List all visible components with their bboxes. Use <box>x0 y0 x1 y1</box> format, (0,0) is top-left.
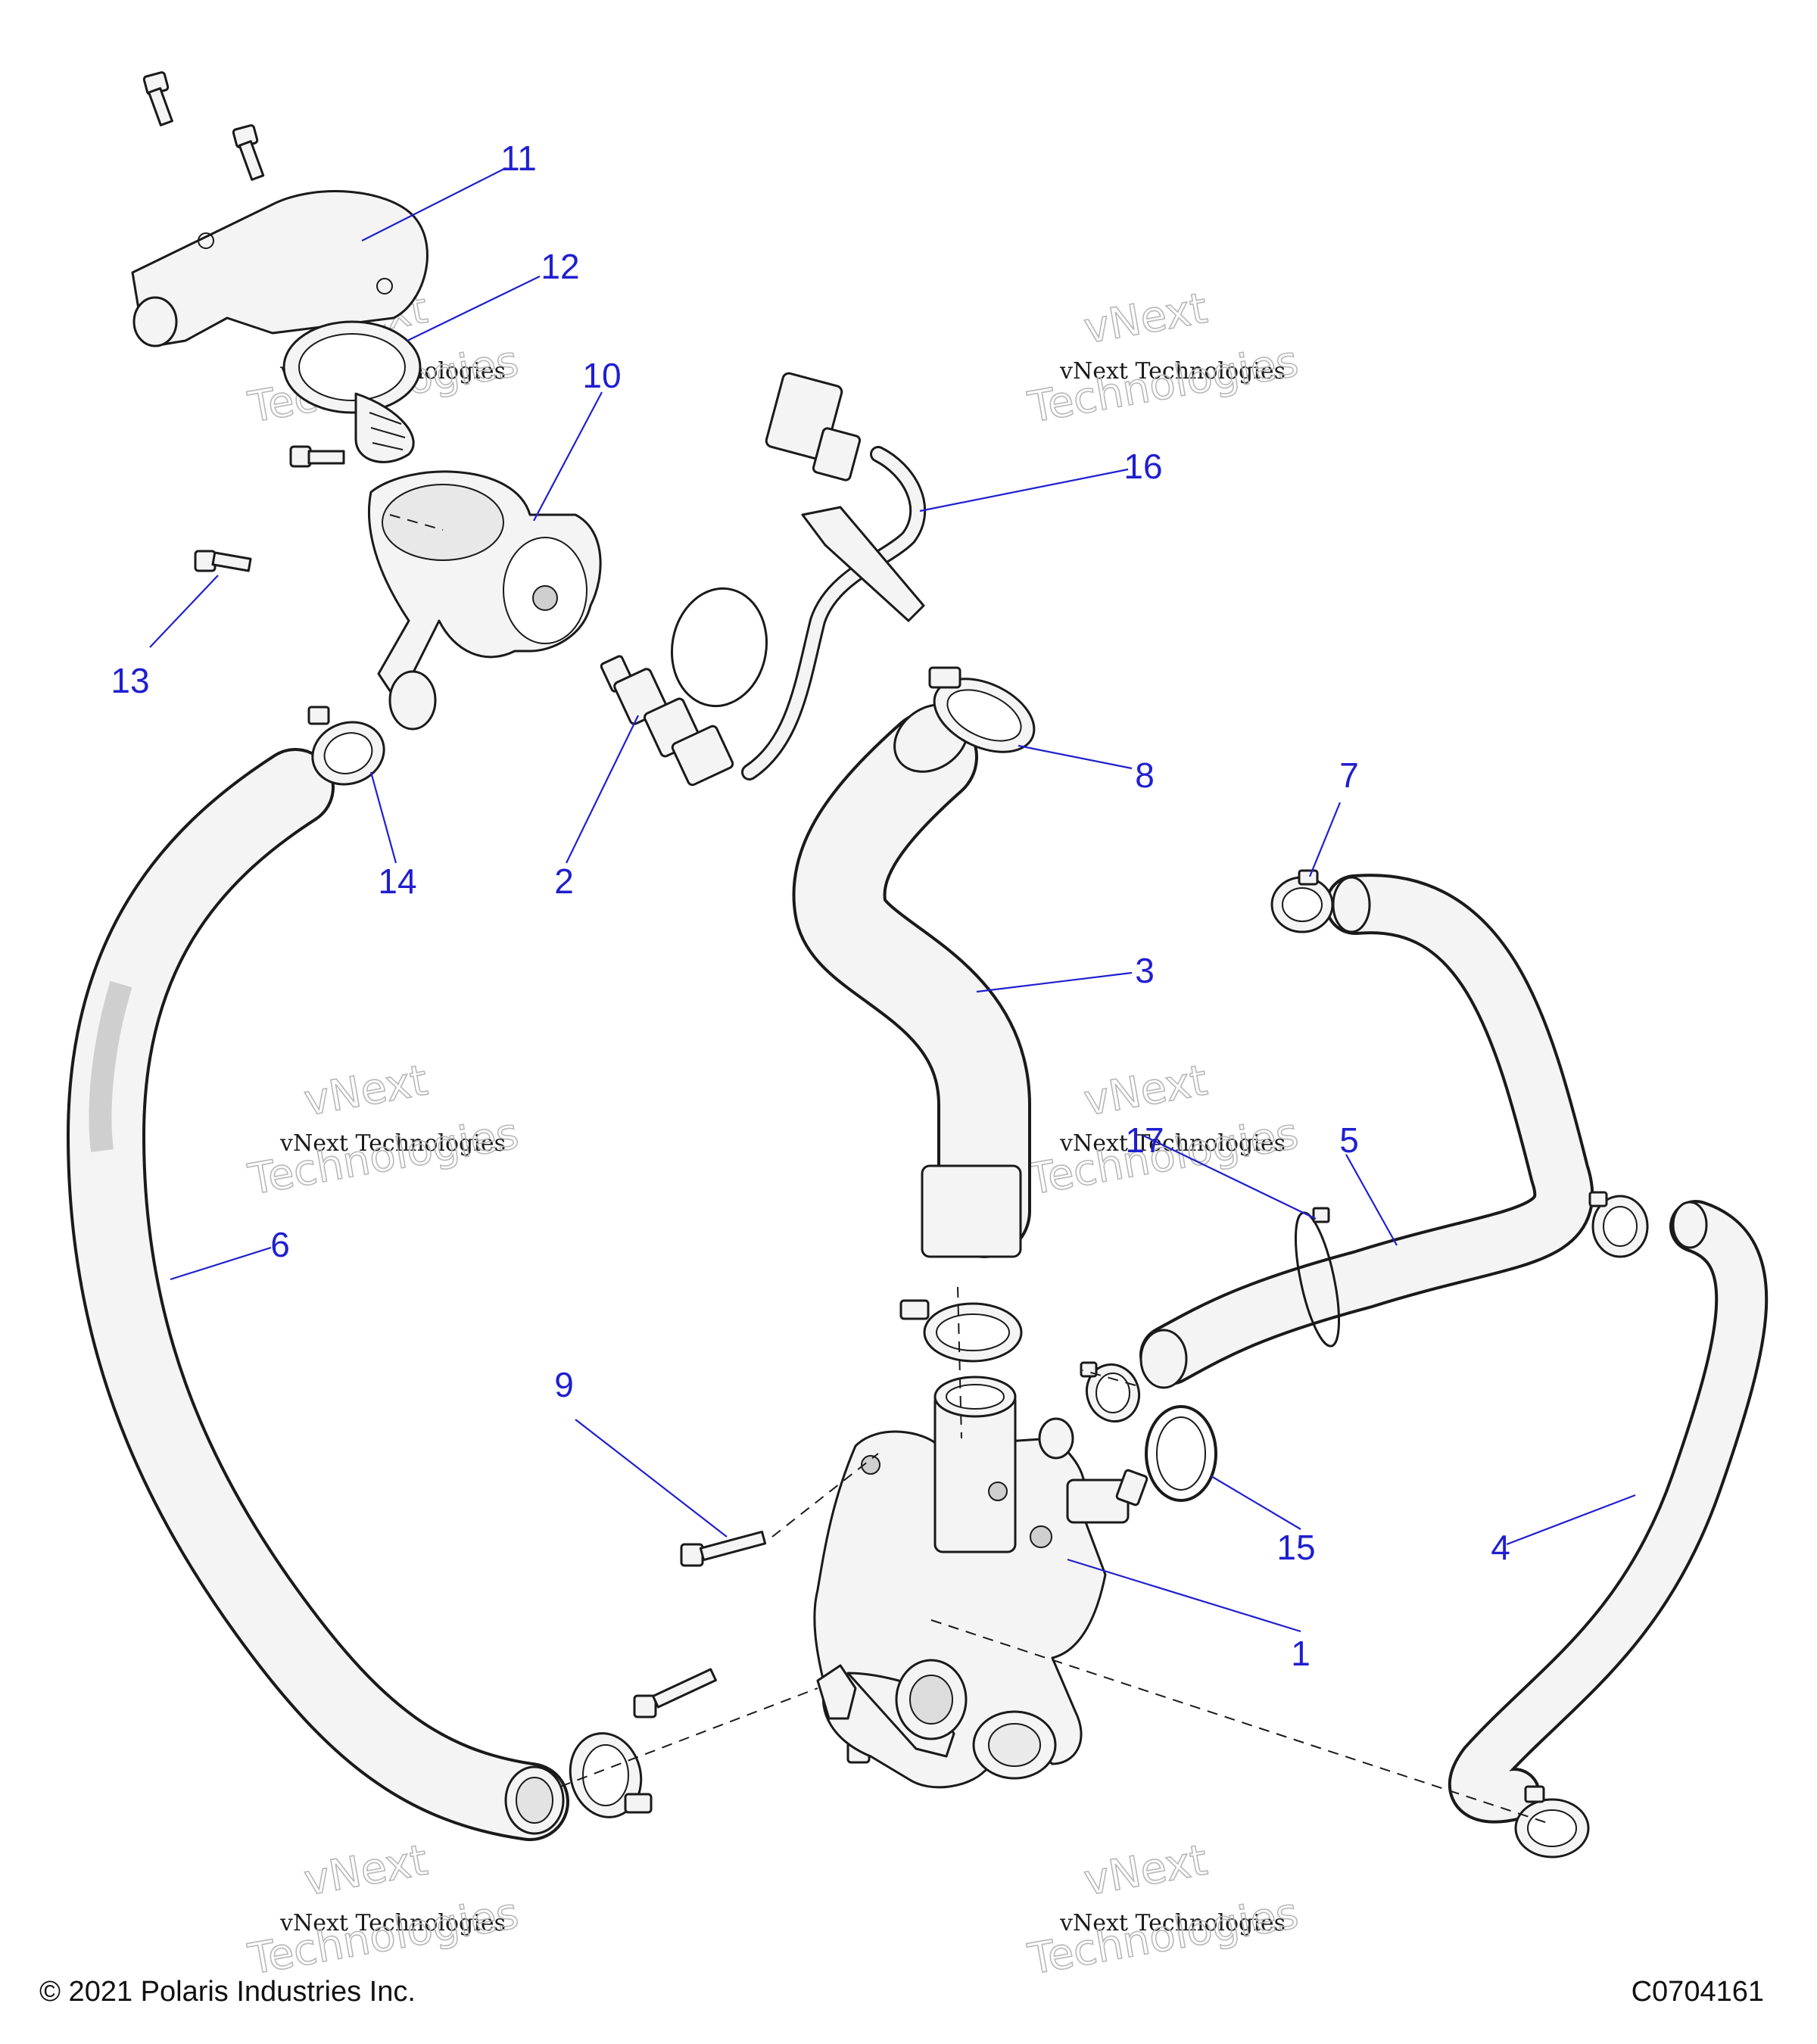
callout-4: 4 <box>1491 1528 1510 1567</box>
callout-13: 13 <box>111 661 149 700</box>
watermark-vnext: vNext <box>301 1836 431 1905</box>
assembly-lines <box>389 514 1553 1825</box>
watermark-vnext: vNext <box>1080 1836 1211 1905</box>
bolt-10 <box>289 445 345 468</box>
callout-9: 9 <box>554 1365 574 1404</box>
clamp-6-lower <box>569 1732 653 1818</box>
hose-3 <box>792 703 1031 1258</box>
watermark-text: vNext Technologies <box>279 1910 506 1937</box>
watermark-vnext: vNext <box>301 1056 431 1126</box>
callout-2: 2 <box>554 862 574 901</box>
drawing-id: C0704161 <box>1631 1976 1764 2008</box>
copyright-text: © 2021 Polaris Industries Inc. <box>39 1976 416 2008</box>
harness-16 <box>741 372 927 781</box>
water-pump-1 <box>813 1376 1148 1789</box>
watermark-technologies: Technologies <box>245 1109 522 1205</box>
callout-5: 5 <box>1339 1120 1359 1160</box>
callout-17: 17 <box>1125 1120 1164 1160</box>
callout-7: 7 <box>1339 756 1359 795</box>
hose-4 <box>1448 1200 1769 1824</box>
watermark-text: vNext Technologies <box>1059 1130 1286 1157</box>
bolt-9 <box>680 1530 767 1567</box>
thermostat-housing-10 <box>368 470 602 731</box>
callout-6: 6 <box>270 1225 290 1264</box>
watermark-technologies: Technologies <box>1024 1889 1302 1985</box>
clamp-5 <box>1080 1361 1140 1423</box>
bolt-13 <box>194 550 252 572</box>
watermark-left-bottom: vNext vNext Technologies Technologies <box>244 1835 522 1985</box>
watermark-vnext: vNext <box>1080 1056 1211 1126</box>
clamp-3-lower <box>899 1299 1023 1363</box>
watermark-right-top: vNext vNext Technologies Technologies <box>1024 283 1302 433</box>
bolt-11a <box>142 71 173 126</box>
clamp-4-lower <box>1514 1785 1590 1859</box>
callout-10: 10 <box>582 356 621 395</box>
hose-5 <box>1139 874 1594 1389</box>
hose-6 <box>67 748 569 1841</box>
callout-3: 3 <box>1135 951 1155 990</box>
watermark-text: vNext Technologies <box>1059 358 1286 385</box>
clamp-4-upper <box>1588 1191 1649 1258</box>
callout-16: 16 <box>1124 447 1162 486</box>
callout-8: 8 <box>1135 756 1155 795</box>
watermark-right-bottom: vNext vNext Technologies Technologies <box>1024 1835 1302 1985</box>
leader-lines <box>149 167 1636 1633</box>
bolt-11b <box>232 124 265 181</box>
clamp-7 <box>1270 869 1334 933</box>
o-ring-sensor <box>670 587 768 708</box>
watermark-left-mid: vNext vNext Technologies Technologies <box>244 1055 522 1205</box>
watermark-text: vNext Technologies <box>279 1130 506 1157</box>
callout-11: 11 <box>500 139 537 178</box>
thermostat-cover-11 <box>131 190 429 347</box>
thermostat-12 <box>282 320 422 463</box>
watermark-technologies: Technologies <box>1024 337 1302 433</box>
watermark-vnext: vNext <box>1080 284 1211 354</box>
bolt-lower-left <box>633 1668 717 1718</box>
watermark-text: vNext Technologies <box>1059 1910 1286 1937</box>
callout-12: 12 <box>541 247 579 286</box>
temp-sensor-2 <box>600 655 734 787</box>
watermark-technologies: Technologies <box>245 1889 522 1985</box>
callout-1: 1 <box>1291 1634 1311 1673</box>
callout-14: 14 <box>378 862 416 901</box>
clamp-14 <box>307 706 385 786</box>
o-ring-15 <box>1145 1405 1217 1502</box>
callouts: 1 2 3 4 5 6 7 8 9 10 11 12 13 14 15 16 1… <box>111 139 1510 1673</box>
clamp-8 <box>928 666 1036 753</box>
callout-15: 15 <box>1276 1528 1315 1567</box>
